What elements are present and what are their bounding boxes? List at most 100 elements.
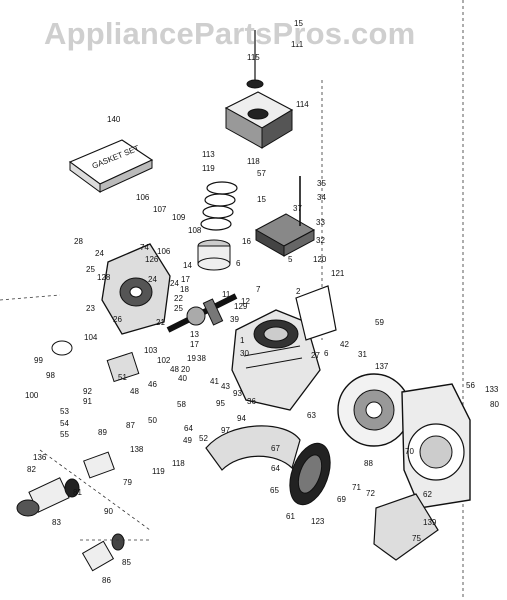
part-label-90: 90: [104, 507, 113, 516]
part-label-139: 139: [423, 518, 437, 527]
part-label-36: 36: [247, 397, 256, 406]
part-label-106: 106: [136, 193, 150, 202]
piston: [197, 239, 231, 271]
part-label-100: 100: [25, 391, 39, 400]
part-label-26: 26: [113, 315, 122, 324]
part-label-39: 39: [230, 315, 239, 324]
part-label-42: 42: [340, 340, 349, 349]
part-label-56: 56: [466, 381, 475, 390]
part-label-13: 13: [190, 330, 199, 339]
part-label-126: 126: [145, 255, 159, 264]
part-label-75: 75: [412, 534, 421, 543]
part-label-74: 74: [140, 243, 149, 252]
part-label-57: 57: [257, 169, 266, 178]
part-label-34: 34: [317, 193, 326, 202]
part-label-86: 86: [102, 576, 111, 585]
part-label-51: 51: [118, 373, 127, 382]
part-label-30: 30: [240, 349, 249, 358]
part-label-140: 140: [107, 115, 121, 124]
part-label-120: 120: [313, 255, 327, 264]
part-label-12: 12: [241, 297, 250, 306]
part-label-1: 1: [240, 336, 245, 345]
part-label-43: 43: [221, 382, 230, 391]
leader-line: [39, 449, 151, 531]
part-label-106: 106: [157, 247, 171, 256]
part-label-94: 94: [237, 414, 246, 423]
part-label-114: 114: [296, 100, 309, 109]
part-label-22: 22: [174, 294, 183, 303]
part-label-65: 65: [270, 486, 279, 495]
part-label-38: 38: [197, 354, 206, 363]
part-label-83: 83: [52, 518, 61, 527]
part-label-102: 102: [157, 356, 171, 365]
part-label-2: 2: [296, 287, 301, 296]
part-label-48: 48: [130, 387, 139, 396]
carburetor: [51, 340, 140, 383]
part-label-17: 17: [181, 275, 190, 284]
part-label-25: 25: [174, 304, 183, 313]
engine-block: [231, 309, 321, 411]
part-label-80: 80: [490, 400, 499, 409]
part-label-58: 58: [177, 400, 186, 409]
watermark-text: AppliancePartsPros.com: [44, 16, 416, 51]
part-label-20: 20: [181, 365, 190, 374]
part-label-104: 104: [84, 333, 98, 342]
part-label-25: 25: [86, 265, 95, 274]
part-label-48: 48: [170, 365, 179, 374]
part-label-41: 41: [210, 377, 219, 386]
cylinder-head: [254, 176, 316, 257]
part-label-119: 119: [152, 467, 165, 476]
part-label-32: 32: [316, 236, 325, 245]
part-label-121: 121: [331, 269, 345, 278]
part-label-24: 24: [95, 249, 104, 258]
part-label-24: 24: [148, 275, 157, 284]
part-label-16: 16: [242, 237, 251, 246]
part-label-71: 71: [352, 483, 361, 492]
part-label-92: 92: [83, 387, 92, 396]
part-label-15: 15: [257, 195, 266, 204]
part-label-118: 118: [247, 157, 260, 166]
part-label-79: 79: [123, 478, 132, 487]
part-label-108: 108: [188, 226, 202, 235]
part-label-82: 82: [27, 465, 36, 474]
part-label-87: 87: [126, 421, 135, 430]
part-label-35: 35: [317, 179, 326, 188]
part-label-64: 64: [184, 424, 193, 433]
part-label-11: 11: [222, 290, 231, 299]
part-label-115: 115: [247, 53, 260, 62]
frame-line-left: [0, 294, 61, 301]
part-label-19: 19: [187, 354, 196, 363]
part-label-93: 93: [233, 389, 242, 398]
part-label-119: 119: [202, 164, 215, 173]
part-label-15: 15: [294, 19, 303, 28]
part-label-69: 69: [337, 495, 346, 504]
starter-cup: [289, 442, 331, 506]
flywheel: [337, 373, 411, 447]
part-label-91: 91: [83, 397, 92, 406]
part-label-72: 72: [366, 489, 375, 498]
part-label-133: 133: [485, 385, 499, 394]
part-label-40: 40: [178, 374, 187, 383]
part-label-31: 31: [358, 350, 367, 359]
part-label-97: 97: [221, 426, 230, 435]
part-label-113: 113: [202, 150, 215, 159]
part-label-50: 50: [148, 416, 157, 425]
part-label-23: 23: [86, 304, 95, 313]
part-label-52: 52: [199, 434, 208, 443]
part-label-137: 137: [375, 362, 389, 371]
part-label-99: 99: [34, 356, 43, 365]
part-label-53: 53: [60, 407, 69, 416]
part-label-62: 62: [423, 490, 432, 499]
part-label-54: 54: [60, 419, 69, 428]
part-label-17: 17: [190, 340, 199, 349]
part-label-37: 37: [293, 204, 302, 213]
part-label-21: 21: [156, 318, 165, 327]
muffler-parts: [16, 451, 125, 572]
part-label-49: 49: [183, 436, 192, 445]
part-label-5: 5: [288, 255, 293, 264]
part-label-7: 7: [256, 285, 261, 294]
part-label-18: 18: [180, 285, 189, 294]
part-label-59: 59: [375, 318, 384, 327]
